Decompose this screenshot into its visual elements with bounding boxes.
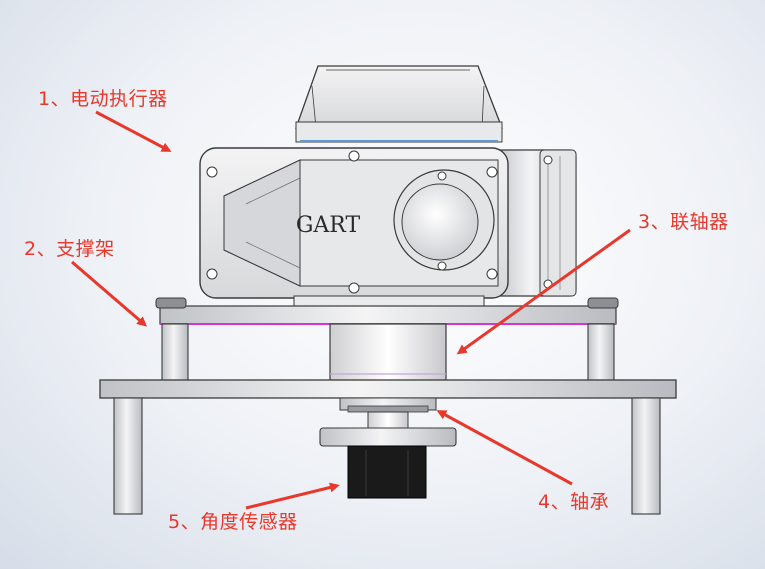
arrow-bracket	[71, 260, 148, 327]
brand-text: GART	[296, 213, 361, 238]
label-bracket: 2、支撑架	[24, 238, 115, 260]
bracket-top-plate	[155, 295, 619, 325]
label-angle-sensor: 5、角度传感器	[168, 511, 298, 533]
arrow-coupling	[456, 228, 631, 355]
coupling-cylinder	[329, 323, 447, 383]
arrow-angle-sensor	[245, 482, 340, 510]
label-coupling: 3、联轴器	[638, 211, 729, 233]
actuator-motor-block	[493, 149, 577, 297]
annotation-arrows	[71, 110, 631, 510]
arrow-actuator	[95, 110, 172, 152]
actuator-housing	[199, 147, 509, 299]
angle-sensor	[319, 427, 457, 499]
bearing	[339, 397, 437, 431]
label-bearing: 4、轴承	[538, 491, 610, 513]
base-legs	[113, 397, 661, 515]
actuator-top-cover	[295, 65, 503, 143]
arrow-bearing	[436, 410, 573, 486]
label-actuator: 1、电动执行器	[38, 88, 168, 110]
base-plate	[99, 379, 677, 399]
